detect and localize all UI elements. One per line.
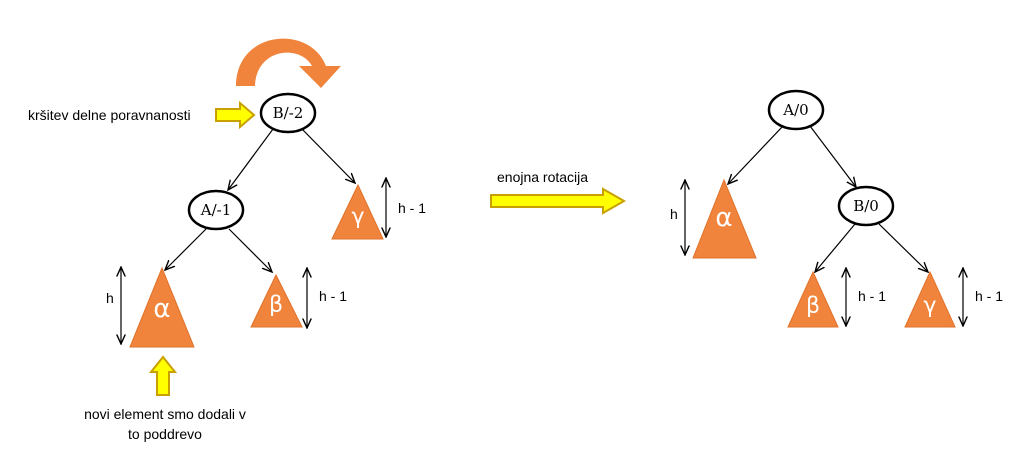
right-tree: A/0 B/0 α β γ h h - 1 h - 1 xyxy=(670,89,1003,328)
height-alpha-label: h xyxy=(106,290,114,306)
insertion-label-line1: novi element smo dodali v xyxy=(84,406,246,422)
subtree-beta-right-label: β xyxy=(806,294,820,319)
subtree-beta: β xyxy=(250,273,303,328)
edge-a-alpha xyxy=(165,228,207,270)
node-b-root: B/-2 xyxy=(259,92,317,134)
height-beta-right-label: h - 1 xyxy=(858,288,886,304)
edge-b-gamma xyxy=(299,126,355,183)
subtree-gamma-label: γ xyxy=(351,205,364,230)
subtree-alpha-label: α xyxy=(153,294,170,324)
node-a-child-label: A/-1 xyxy=(200,201,232,219)
subtree-beta-right: β xyxy=(787,270,839,328)
edge-a-beta xyxy=(228,228,272,272)
violation-label: kršitev delne poravnanosti xyxy=(28,107,191,123)
subtree-gamma: γ xyxy=(331,183,384,240)
rotation-arc-icon xyxy=(236,38,341,88)
height-gamma-label: h - 1 xyxy=(398,200,426,216)
subtree-alpha-right-label: α xyxy=(715,203,732,233)
insertion-label-line2: to poddrevo xyxy=(128,426,202,442)
node-a-root-label: A/0 xyxy=(782,101,808,119)
node-a-root: A/0 xyxy=(767,89,825,131)
node-b-child: B/0 xyxy=(837,185,895,227)
subtree-gamma-right-label: γ xyxy=(923,294,936,319)
node-b-root-label: B/-2 xyxy=(273,104,304,122)
edge-a-b-right xyxy=(809,125,856,187)
node-b-child-label: B/0 xyxy=(853,197,879,215)
rotation-direction-arrow-icon xyxy=(490,187,627,215)
height-alpha-right-label: h xyxy=(670,206,678,222)
transition: enojna rotacija xyxy=(490,169,627,215)
rotation-label: enojna rotacija xyxy=(497,169,588,185)
edge-b-a xyxy=(228,124,277,190)
left-tree: B/-2 A/-1 α β γ h h - 1 h - 1 kr xyxy=(28,38,426,442)
violation-pointer-icon xyxy=(215,100,256,130)
height-beta-label: h - 1 xyxy=(319,288,347,304)
node-a-child: A/-1 xyxy=(187,189,245,231)
edge-b-gamma-right xyxy=(878,223,928,272)
subtree-alpha-right: α xyxy=(692,178,757,259)
subtree-beta-label: β xyxy=(269,293,283,318)
edge-a-alpha-right xyxy=(728,125,784,184)
subtree-gamma-right: γ xyxy=(904,270,956,328)
subtree-alpha: α xyxy=(129,266,195,348)
edge-b-beta-right xyxy=(815,223,856,272)
height-gamma-right-label: h - 1 xyxy=(975,288,1003,304)
insertion-pointer-icon xyxy=(148,355,178,396)
